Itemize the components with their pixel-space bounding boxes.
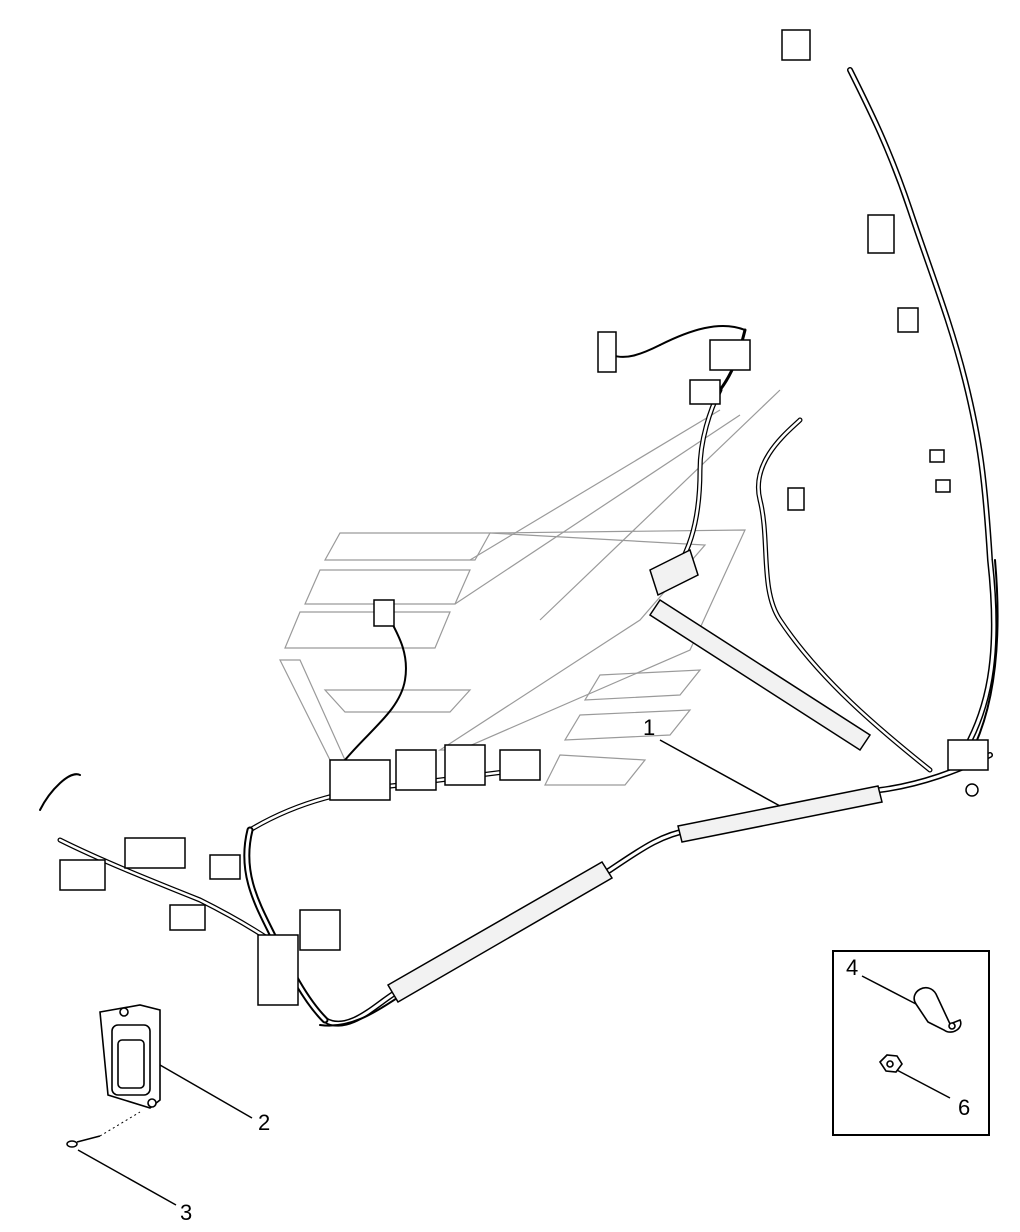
callout-4: 4: [846, 955, 859, 980]
callout-3: 3: [180, 1200, 193, 1225]
harness-sleeves: [386, 548, 883, 1004]
callout-2: 2: [258, 1110, 271, 1135]
watermark-logo: [279, 389, 781, 786]
flange-nut: [878, 1054, 903, 1073]
p-clamp: [913, 987, 962, 1033]
callout-1: 1: [643, 715, 656, 740]
screw: [66, 1111, 141, 1148]
connector-blocks: [59, 29, 989, 1006]
leader-lines: [77, 739, 951, 1206]
main-wiring-harness: [39, 67, 999, 1027]
inset-frame: [832, 950, 990, 1136]
mounting-bracket: [99, 1004, 161, 1109]
callout-6: 6: [958, 1095, 971, 1120]
